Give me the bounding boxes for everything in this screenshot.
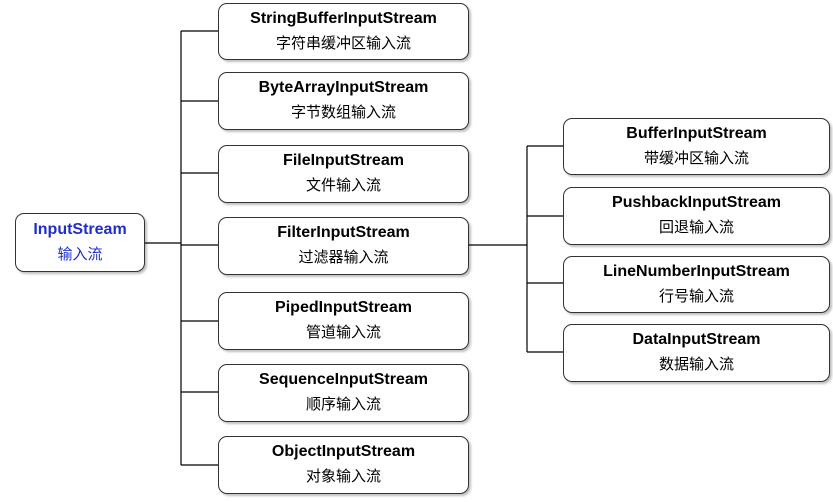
node-objectinputstream: ObjectInputStream 对象输入流 xyxy=(218,436,469,494)
node-subtitle: 对象输入流 xyxy=(305,467,381,485)
node-sequenceinputstream: SequenceInputStream 顺序输入流 xyxy=(218,364,469,422)
node-title: PipedInputStream xyxy=(275,299,412,316)
node-title: DataInputStream xyxy=(632,331,761,348)
node-title: SequenceInputStream xyxy=(259,371,428,388)
node-subtitle: 回退输入流 xyxy=(658,218,734,236)
node-inputstream: InputStream 输入流 xyxy=(15,213,145,272)
node-subtitle: 顺序输入流 xyxy=(305,395,381,413)
node-subtitle: 过滤器输入流 xyxy=(298,248,389,266)
node-title: ObjectInputStream xyxy=(271,443,416,460)
node-subtitle: 输入流 xyxy=(57,244,103,263)
node-subtitle: 管道输入流 xyxy=(305,323,381,341)
node-title: PushbackInputStream xyxy=(612,194,781,211)
node-filterinputstream: FilterInputStream 过滤器输入流 xyxy=(218,217,469,275)
node-title: BufferInputStream xyxy=(626,124,767,142)
node-subtitle: 带缓冲区输入流 xyxy=(643,148,749,167)
node-subtitle: 数据输入流 xyxy=(658,355,734,373)
node-subtitle: 字节数组输入流 xyxy=(290,103,396,121)
node-bytearrayinputstream: ByteArrayInputStream 字节数组输入流 xyxy=(218,72,469,130)
node-subtitle: 文件输入流 xyxy=(305,176,381,194)
node-fileinputstream: FileInputStream 文件输入流 xyxy=(218,145,469,203)
node-pushbackinputstream: PushbackInputStream 回退输入流 xyxy=(563,187,830,245)
node-subtitle: 行号输入流 xyxy=(658,286,734,305)
node-bufferinputstream: BufferInputStream 带缓冲区输入流 xyxy=(563,118,830,175)
node-datainputstream: DataInputStream 数据输入流 xyxy=(563,324,830,382)
node-subtitle: 字符串缓冲区输入流 xyxy=(275,33,411,52)
node-title: FilterInputStream xyxy=(277,224,410,241)
node-stringbufferinputstream: StringBufferInputStream 字符串缓冲区输入流 xyxy=(218,3,469,60)
node-linenumberinputstream: LineNumberInputStream 行号输入流 xyxy=(563,256,830,313)
node-title: ByteArrayInputStream xyxy=(258,79,429,96)
node-title: InputStream xyxy=(33,220,127,238)
node-title: FileInputStream xyxy=(283,152,404,169)
node-title: StringBufferInputStream xyxy=(250,9,437,27)
node-title: LineNumberInputStream xyxy=(603,262,790,280)
node-pipedinputstream: PipedInputStream 管道输入流 xyxy=(218,292,469,350)
